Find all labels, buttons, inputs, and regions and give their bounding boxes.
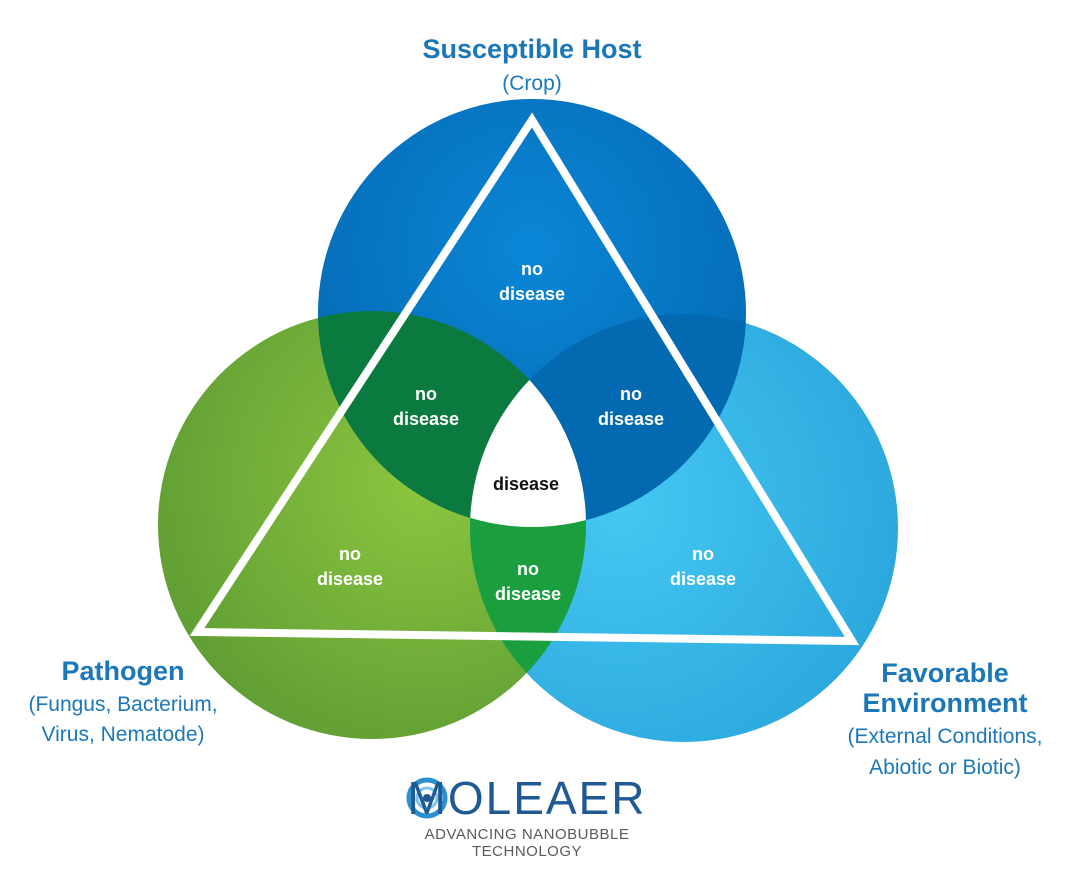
pathogen-title: Pathogen — [61, 656, 185, 686]
pathogen-subtitle-line-1: (Fungus, Bacterium, — [28, 693, 218, 716]
disease-triangle — [189, 112, 860, 646]
environment-subtitle-line-2: Abiotic or Biotic) — [869, 756, 1021, 779]
environment-subtitle-line-1: (External Conditions, — [847, 725, 1043, 748]
host-subtitle: (Crop) — [502, 72, 562, 95]
logo-wordmark: MOLEAER — [407, 772, 647, 824]
environment-title-line-2: Environment — [862, 688, 1028, 718]
logo-tagline: ADVANCING NANOBUBBLE TECHNOLOGY — [424, 826, 630, 860]
environment-title-line-1: Favorable — [881, 658, 1009, 688]
pathogen-subtitle-line-2: Virus, Nematode) — [41, 723, 205, 746]
moleaer-logo: MOLEAER — [372, 772, 682, 824]
host-title: Susceptible Host — [422, 34, 642, 64]
logo-swirl-icon — [406, 777, 448, 819]
region-label-center: disease — [492, 474, 560, 494]
host-environment-overlap — [470, 314, 746, 527]
